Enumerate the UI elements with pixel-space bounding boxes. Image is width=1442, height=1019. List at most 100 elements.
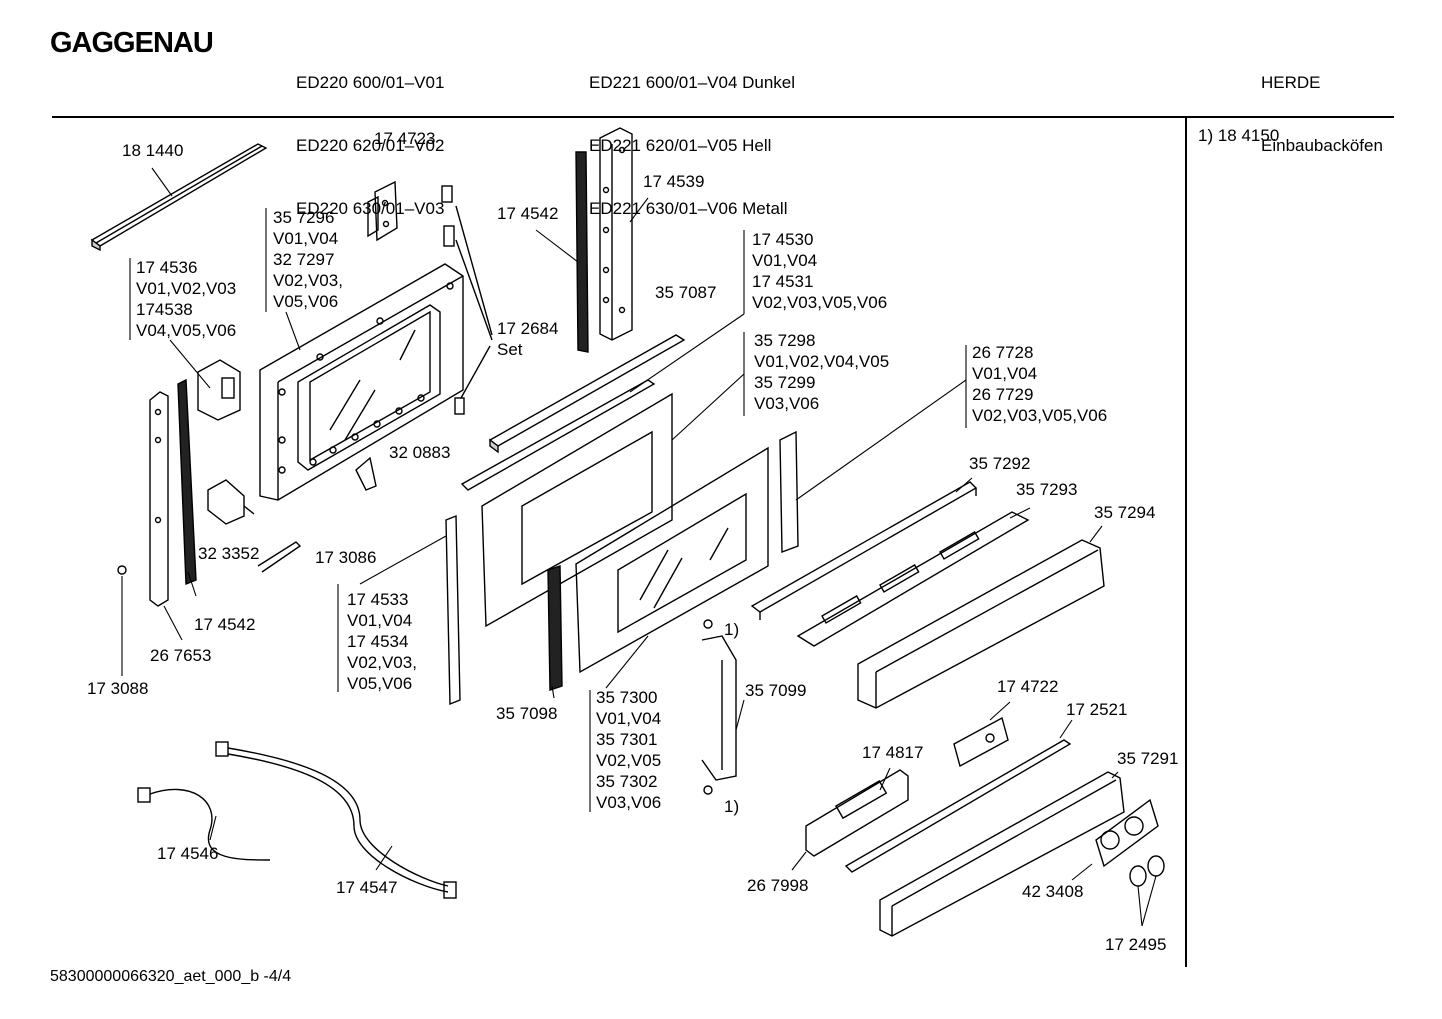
part-number-label: 42 3408 — [1022, 882, 1083, 901]
screw-part — [703, 785, 713, 795]
part-number-label: 18 1440 — [122, 141, 183, 160]
part-number-label: 17 4817 — [862, 743, 923, 762]
part-number-label: 35 7298 — [754, 331, 815, 350]
part-number-label: 17 2684 — [497, 319, 558, 338]
part-number-label: 35 7299 — [754, 373, 815, 392]
part-number-label: 35 7300 — [596, 688, 657, 707]
label-layer: 18 1440 17 4723 17 4539 17 4542 35 7296V01,V… — [87, 129, 1178, 954]
seal-strip-part — [177, 378, 197, 586]
model-line: ED220 600/01–V01 — [296, 73, 445, 92]
part-number-label: 17 4722 — [997, 677, 1058, 696]
part-number-label: V01,V04 — [273, 229, 338, 248]
seal-strip-part — [547, 565, 563, 691]
model-line: ED221 600/01–V04 Dunkel — [589, 73, 796, 92]
vent-part — [796, 511, 1030, 647]
part-number-label: 26 7653 — [150, 646, 211, 665]
part-number-label: 17 4546 — [157, 844, 218, 863]
part-number-label: V05,V06 — [273, 292, 338, 311]
knob-cap-part — [1147, 855, 1165, 877]
rail-part — [90, 143, 268, 252]
part-number-label: Set — [497, 340, 523, 359]
part-number-label: 35 7087 — [655, 283, 716, 302]
part-number-label: 17 4530 — [752, 230, 813, 249]
part-number-label: 32 7297 — [273, 250, 334, 269]
part-number-label: 17 2495 — [1105, 935, 1166, 954]
part-number-label: V01,V02,V03 — [136, 279, 236, 298]
clip-part — [355, 456, 377, 491]
part-number-label: 35 7293 — [1016, 480, 1077, 499]
part-number-label: 17 4542 — [497, 204, 558, 223]
part-number-label: V01,V04 — [972, 364, 1037, 383]
part-number-label: 35 7301 — [596, 730, 657, 749]
leader-lines — [121, 167, 1157, 927]
model-list-ed221: ED221 600/01–V04 Dunkel ED221 620/01–V05… — [589, 30, 795, 240]
switch-part — [207, 479, 255, 525]
part-number-label: V02,V03,V05,V06 — [752, 293, 887, 312]
part-number-label: 17 4539 — [643, 172, 704, 191]
handle-bar-part — [879, 771, 1125, 937]
part-number-label: 17 2521 — [1066, 700, 1127, 719]
part-number-label: V03,V06 — [596, 793, 661, 812]
channel-part — [750, 481, 978, 620]
part-number-label: V01,V04 — [752, 251, 817, 270]
seal-strip-part — [844, 739, 1072, 873]
part-number-label: 17 4542 — [194, 615, 255, 634]
part-number-label: 35 7302 — [596, 772, 657, 791]
model-line: ED220 620/01–V02 — [296, 136, 445, 155]
part-number-label: 17 4534 — [347, 632, 408, 651]
part-number-label: 32 0883 — [389, 443, 450, 462]
part-number-label: V04,V05,V06 — [136, 321, 236, 340]
seal-strip-part — [445, 514, 461, 706]
cable-part — [137, 741, 457, 899]
knob-cap-part — [1129, 865, 1147, 887]
inner-glass-part — [481, 392, 673, 628]
hinge-part — [367, 180, 398, 242]
hinge-bar-part — [149, 391, 169, 607]
part-number-label: 1) — [724, 797, 739, 816]
part-number-label: V05,V06 — [347, 674, 412, 693]
part-number-label: 26 7729 — [972, 385, 1033, 404]
model-line: ED221 620/01–V05 Hell — [589, 136, 772, 155]
part-number-label: V02,V05 — [596, 751, 661, 770]
handle-bracket-part — [701, 635, 737, 781]
pin-set-part — [441, 185, 493, 415]
part-number-label: 17 3086 — [315, 548, 376, 567]
part-number-label: 35 7294 — [1094, 503, 1155, 522]
part-number-label: V02,V03, — [347, 653, 417, 672]
category-block: HERDE Einbaubacköfen — [1261, 30, 1383, 177]
category-line: HERDE — [1261, 73, 1321, 92]
part-number-label: 26 7728 — [972, 343, 1033, 362]
part-number-label: V02,V03, — [273, 271, 343, 290]
part-drawings — [90, 127, 1165, 937]
side-rail-part — [599, 127, 633, 341]
part-number-label: 35 7292 — [969, 454, 1030, 473]
control-panel-part — [805, 769, 909, 857]
brand-logo: GAGGENAU — [50, 27, 214, 59]
part-number-label: 17 3088 — [87, 679, 148, 698]
spring-part — [257, 541, 302, 573]
part-number-label: 26 7998 — [747, 876, 808, 895]
part-number-label: V01,V02,V04,V05 — [754, 352, 889, 371]
part-number-label: 17 4536 — [136, 258, 197, 277]
part-number-label: 32 3352 — [198, 544, 259, 563]
outer-glass-part — [575, 446, 769, 674]
part-number-label: 35 7291 — [1117, 749, 1178, 768]
part-number-label: 17 4547 — [336, 878, 397, 897]
part-number-label: 35 7098 — [496, 704, 557, 723]
model-line: ED221 630/01–V06 Metall — [589, 199, 788, 218]
bracket-part — [197, 359, 241, 421]
housing-part — [857, 539, 1105, 709]
switch-board-part — [953, 716, 1009, 768]
seal-strip-part — [575, 151, 589, 353]
screw-part — [703, 619, 713, 629]
part-number-label: V01,V04 — [347, 611, 412, 630]
side-strip-part — [779, 430, 799, 554]
part-number-label: 17 4723 — [374, 129, 435, 148]
part-number-label: 35 7296 — [273, 208, 334, 227]
part-number-label: 17 4531 — [752, 272, 813, 291]
door-frame-part — [259, 263, 464, 501]
category-line: Einbaubacköfen — [1261, 136, 1383, 155]
glass-strip-part — [460, 334, 686, 491]
document-id: 58300000066320_aet_000_b -4/4 — [50, 968, 292, 985]
